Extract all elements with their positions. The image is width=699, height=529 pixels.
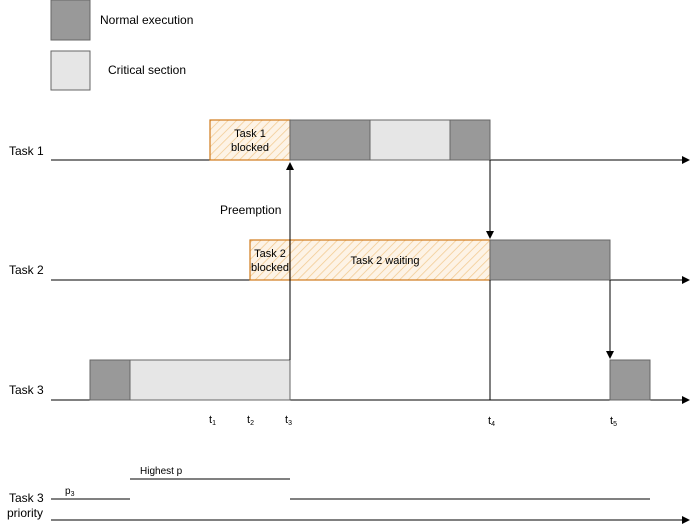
legend-normal-swatch — [50, 0, 91, 41]
tick-t5: t5 — [610, 415, 617, 428]
task3-normal-block-2 — [609, 359, 651, 401]
legend-critical-label: Critical section — [108, 63, 186, 77]
svg-text:t5: t5 — [610, 415, 617, 428]
task1-blocked-label-line2: blocked — [231, 142, 269, 154]
task3-label: Task 3 — [9, 383, 44, 397]
task1-normal-block-1 — [289, 119, 371, 161]
highest-p-label: Highest p — [140, 466, 183, 477]
task1-label: Task 1 — [9, 144, 44, 158]
task1-blocked-box — [209, 119, 291, 161]
task3-normal-block-1 — [89, 359, 131, 401]
svg-text:t2: t2 — [247, 414, 254, 427]
legend-normal-label: Normal execution — [100, 13, 193, 27]
tick-t3: t3 — [285, 414, 292, 427]
priority-axis-label-line2: priority — [7, 506, 43, 520]
p3-label: p3 — [65, 486, 75, 498]
task1-blocked-label-line1: Task 1 — [234, 128, 266, 140]
priority-axis-label-line1: Task 3 — [9, 491, 44, 505]
task2-waiting-label: Task 2 waiting — [350, 255, 419, 267]
task1-critical-block — [369, 119, 451, 161]
task2-normal-block — [489, 239, 611, 281]
task2-blocked-label-line2: blocked — [251, 262, 289, 274]
legend-critical-swatch — [50, 50, 91, 91]
tick-t4: t4 — [488, 415, 495, 428]
svg-text:t3: t3 — [285, 414, 292, 427]
svg-text:t1: t1 — [209, 414, 216, 427]
task2-blocked-label-line1: Task 2 — [254, 248, 286, 260]
preemption-label: Preemption — [220, 203, 281, 217]
task2-label: Task 2 — [9, 263, 44, 277]
tick-t2: t2 — [247, 414, 254, 427]
tick-t1: t1 — [209, 414, 216, 427]
task1-normal-block-2 — [449, 119, 491, 161]
task3-critical-block — [129, 359, 291, 401]
task2-blocked-box — [249, 239, 291, 281]
svg-text:t4: t4 — [488, 415, 495, 428]
